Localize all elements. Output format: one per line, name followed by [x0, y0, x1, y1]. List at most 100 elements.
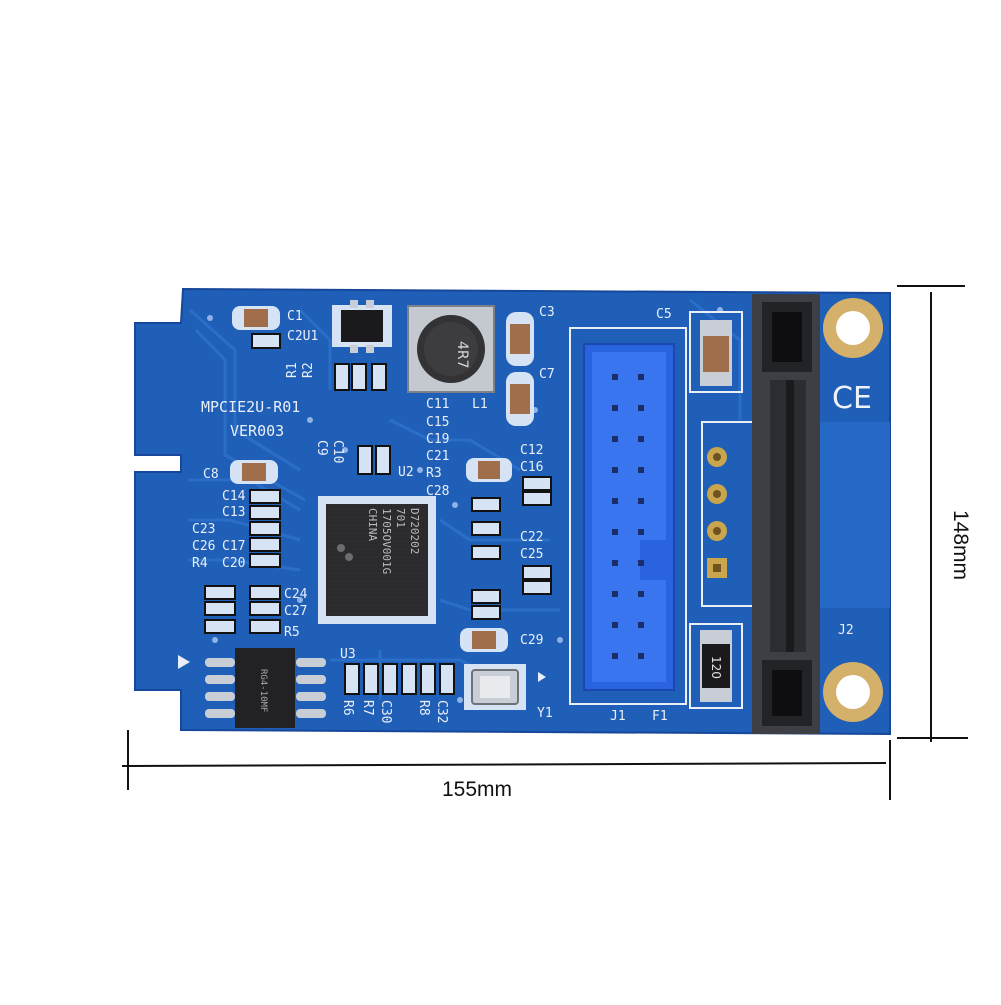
ref-c20: C20	[222, 556, 245, 571]
ref-c17: C17	[222, 539, 245, 554]
ref-r1: R1	[285, 362, 300, 378]
capacitor-c7	[506, 372, 534, 426]
capacitor-c12	[466, 458, 512, 482]
ref-c16: C16	[520, 460, 543, 475]
fuse-f1	[689, 623, 743, 709]
ref-c9: C9	[314, 440, 329, 456]
resistor-r-small	[251, 333, 281, 349]
header-pin	[638, 560, 644, 566]
header-pin	[638, 591, 644, 597]
ref-c24: C24	[284, 587, 308, 602]
ref-c11: C11	[426, 397, 449, 412]
chip-marking-1: D720202	[408, 508, 421, 554]
header-pin	[612, 653, 618, 659]
header-pins	[612, 374, 644, 659]
ref-r5: R5	[284, 625, 300, 640]
ref-c25: C25	[520, 547, 543, 562]
ref-j2: J2	[838, 623, 854, 638]
height-dimension	[897, 285, 968, 742]
capacitor-c3	[506, 312, 534, 366]
header-pin	[638, 653, 644, 659]
inductor-value-label: 4R7	[454, 341, 470, 369]
regulator-u1	[332, 300, 392, 353]
crystal-y1	[464, 664, 526, 710]
ref-u2: U2	[398, 465, 414, 480]
ref-c3: C3	[539, 305, 555, 320]
ref-c10: C10	[330, 440, 345, 463]
header-pin	[612, 529, 618, 535]
ref-c22: C22	[520, 530, 543, 545]
capacitor-c8	[230, 460, 278, 484]
ref-l1: L1	[472, 397, 488, 412]
header-pin	[638, 529, 644, 535]
height-dimension-label: 148mm	[949, 510, 972, 581]
header-pin	[638, 374, 644, 380]
ref-c30: C30	[378, 700, 393, 723]
resistor-array-top	[334, 363, 387, 391]
capacitor-c5	[689, 311, 743, 393]
ref-c29: C29	[520, 633, 543, 648]
ref-c2u1: C2U1	[287, 329, 318, 344]
eeprom-marking: RG4-10MF	[258, 669, 268, 712]
ref-c26: C26	[192, 539, 215, 554]
edge-pin-marker	[178, 655, 190, 669]
ref-j1: J1	[610, 709, 626, 724]
ref-u3: U3	[340, 647, 356, 662]
width-dimension-label: 155mm	[442, 778, 513, 801]
board-version-label: VER003	[230, 422, 284, 440]
ce-mark: CE	[832, 381, 872, 416]
ref-r4: R4	[192, 556, 208, 571]
header-pin	[612, 591, 618, 597]
ref-c12: C12	[520, 443, 543, 458]
capacitor-c29	[460, 628, 508, 652]
width-dimension	[121, 730, 891, 800]
mounting-hole-bottom	[823, 662, 883, 722]
mounting-hole-top	[823, 298, 883, 358]
chip-marking-3: 1705OV001G	[380, 508, 393, 574]
ref-c14: C14	[222, 489, 246, 504]
ref-r2: R2	[301, 362, 316, 378]
ref-c5: C5	[656, 307, 672, 322]
header-pin	[612, 374, 618, 380]
ref-c27: C27	[284, 604, 307, 619]
ref-c8: C8	[203, 467, 219, 482]
ref-r3: R3	[426, 466, 442, 481]
header-pin	[612, 436, 618, 442]
ref-c7: C7	[539, 367, 555, 382]
header-pin	[638, 405, 644, 411]
header-pin	[612, 498, 618, 504]
ref-r8: R8	[416, 700, 431, 716]
chip-marking-4: CHINA	[366, 508, 379, 541]
chip-marking-2: 701	[394, 508, 407, 528]
ref-c32: C32	[434, 700, 449, 723]
capacitor-pair-c9-c10	[357, 445, 391, 475]
small-capacitors-right	[471, 476, 552, 620]
inductor-l1	[407, 305, 495, 393]
ref-c23: C23	[192, 522, 215, 537]
ref-c13: C13	[222, 505, 245, 520]
usb-header-j1	[569, 327, 687, 705]
ref-y1: Y1	[537, 706, 553, 721]
ref-c19: C19	[426, 432, 449, 447]
header-pin	[638, 436, 644, 442]
header-pin	[612, 560, 618, 566]
resistor-row-bottom	[344, 663, 455, 695]
board-model-label: MPCIE2U-R01	[201, 398, 300, 416]
ref-c28: C28	[426, 484, 449, 499]
ref-c15: C15	[426, 415, 449, 430]
header-pin	[612, 622, 618, 628]
header-pin	[612, 467, 618, 473]
header-pin	[638, 622, 644, 628]
capacitor-c1	[232, 306, 280, 330]
blank-pad-area	[820, 422, 890, 608]
small-capacitor-column	[249, 489, 281, 568]
small-capacitors-lower-left	[204, 585, 281, 634]
header-pin	[638, 498, 644, 504]
header-pin	[638, 467, 644, 473]
ref-f1: F1	[652, 709, 668, 724]
ref-c21: C21	[426, 449, 449, 464]
ref-r7: R7	[360, 700, 375, 716]
fuse-value-label: 120	[709, 656, 723, 679]
